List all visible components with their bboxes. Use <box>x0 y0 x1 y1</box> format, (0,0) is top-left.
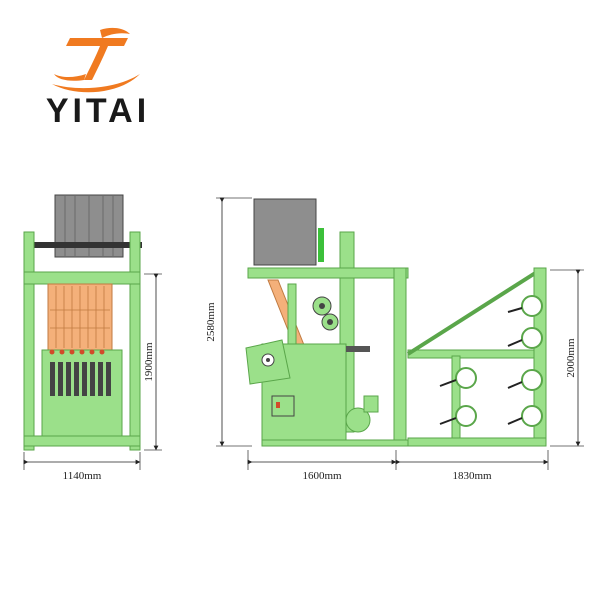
front-width-label: 1140mm <box>63 470 102 482</box>
creel-height-dimension: 2000mm <box>550 269 584 447</box>
logo-mark <box>52 27 140 93</box>
creel-height-label: 2000mm <box>565 338 577 378</box>
front-right-post <box>129 231 141 451</box>
side-height-label: 2580mm <box>205 302 217 342</box>
front-height-label: 1900mm <box>143 342 155 382</box>
front-view <box>23 194 142 451</box>
creel-length-label: 1830mm <box>452 470 492 482</box>
side-length-dimension: 1600mm 1830mm <box>247 450 549 482</box>
side-length-label: 1600mm <box>302 470 342 482</box>
brand-name: YITAI <box>45 92 151 130</box>
creel-bobbins <box>455 295 543 427</box>
side-height-dimension: 2580mm <box>205 197 252 447</box>
front-height-dimension: 1900mm <box>143 273 162 451</box>
side-view <box>245 198 547 447</box>
front-left-post <box>23 231 35 451</box>
front-width-dimension: 1140mm <box>23 452 141 482</box>
side-jacquard-head <box>253 198 317 266</box>
yitai-logo <box>52 27 140 93</box>
